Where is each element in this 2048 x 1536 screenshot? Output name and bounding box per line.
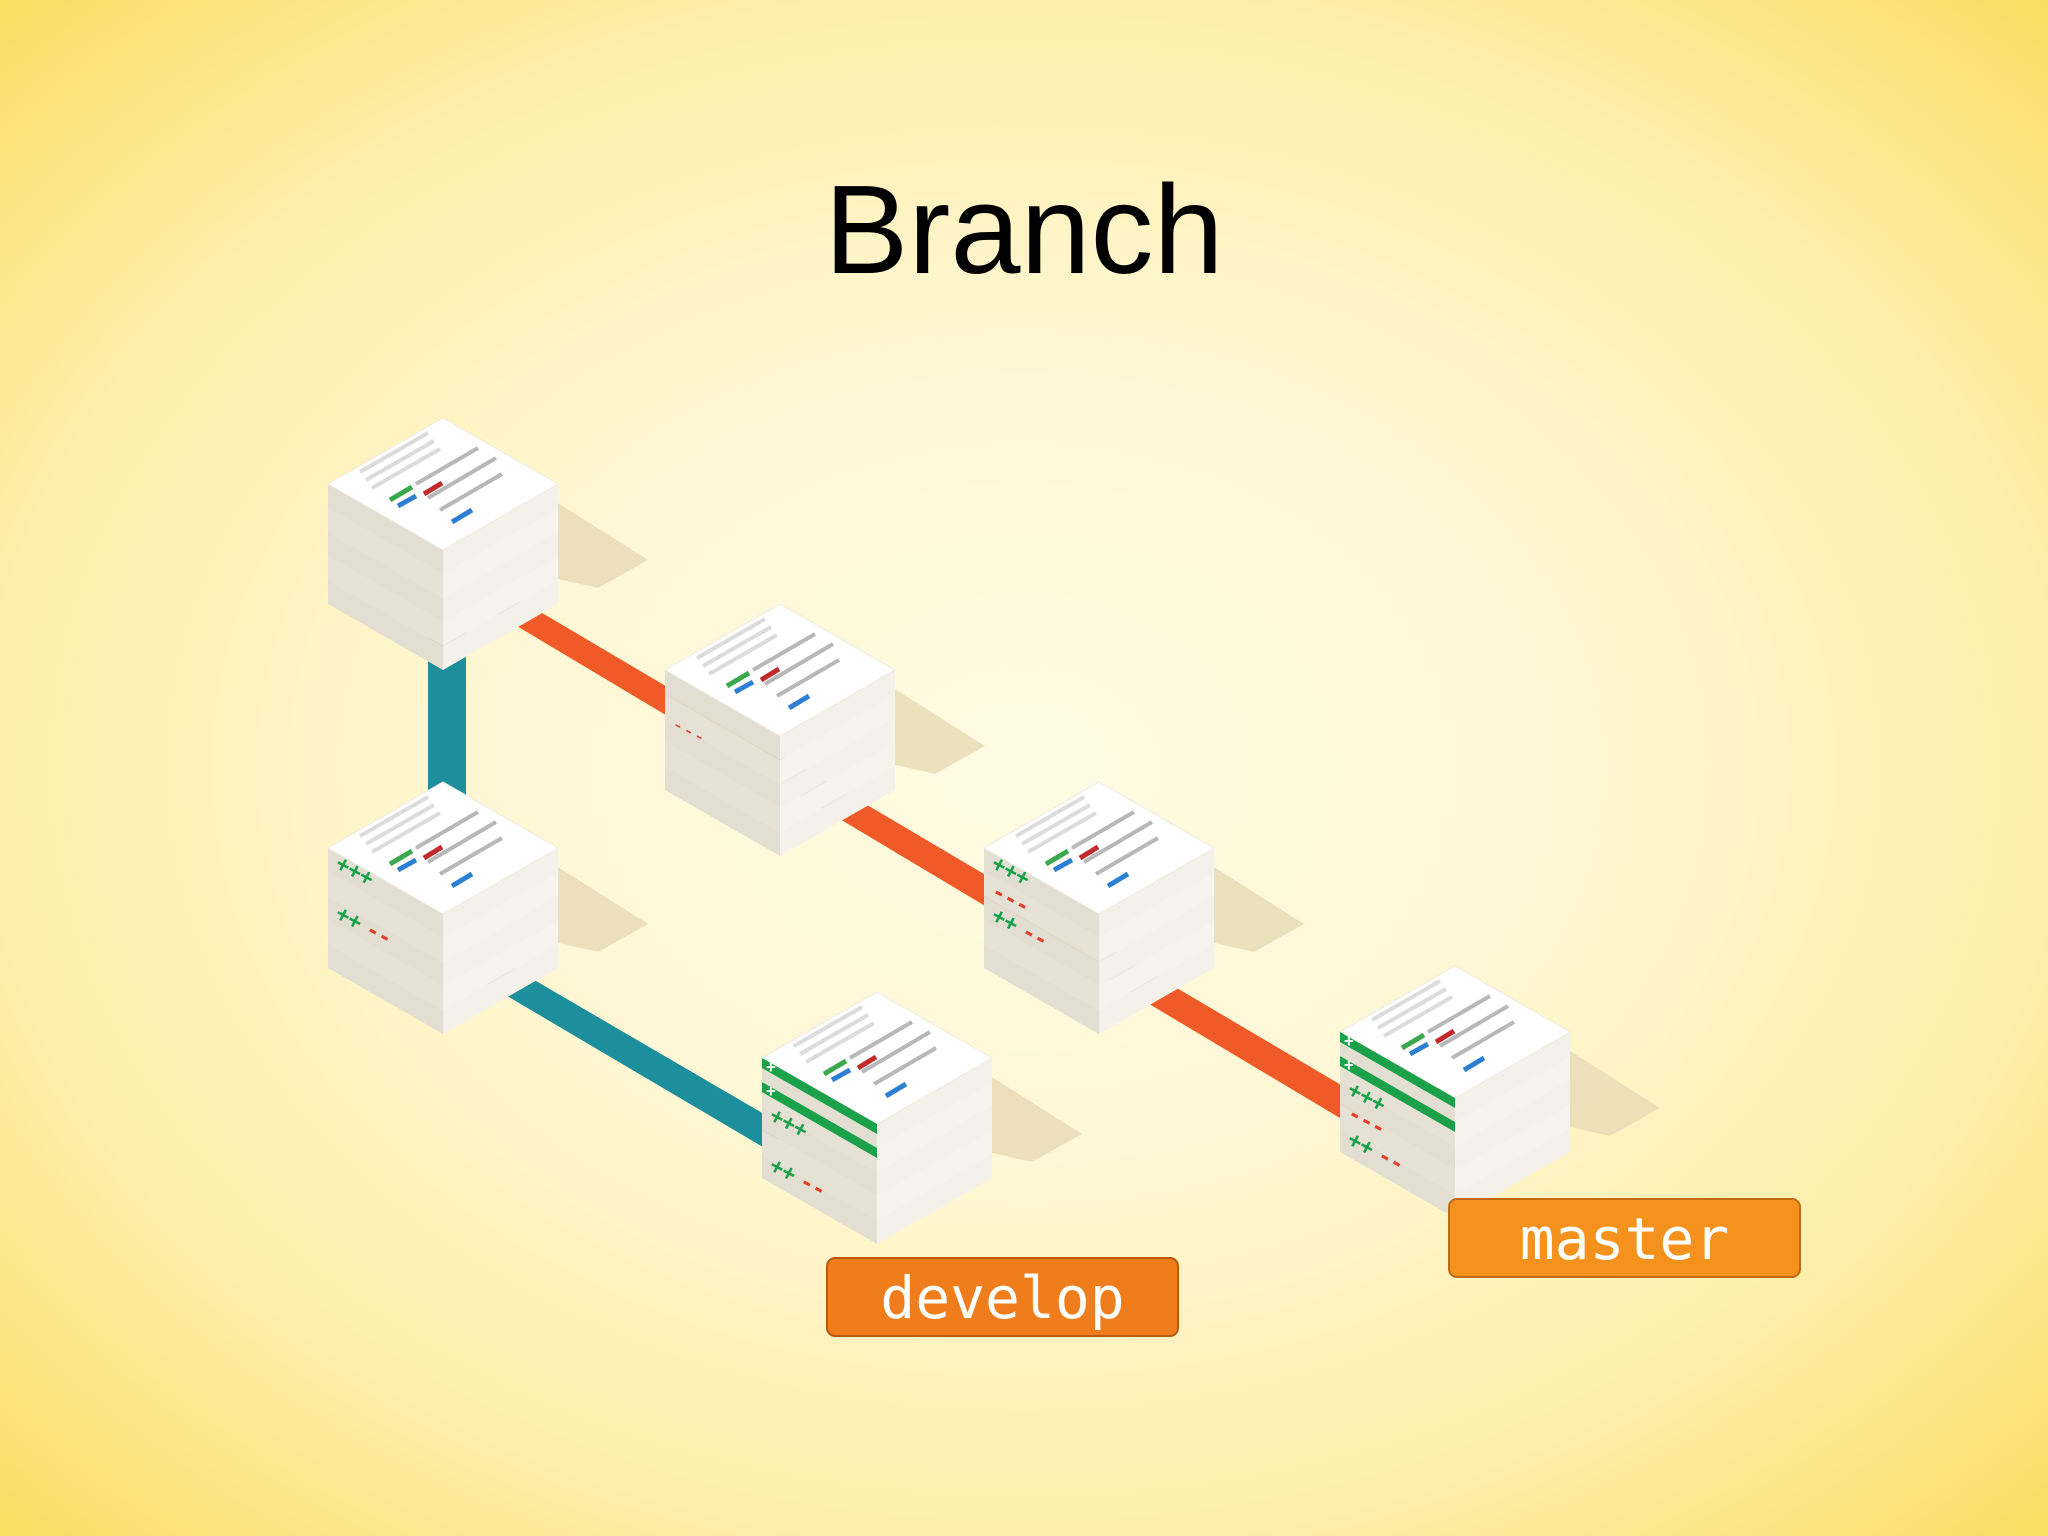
commit-c4: + + +++ --- ++ -- (1340, 966, 1660, 1218)
svg-text:+: + (1344, 1055, 1354, 1074)
commit-c3: +++ --- ++ -- (984, 782, 1304, 1034)
commit-c6: + + +++ ++ -- (762, 992, 1082, 1244)
develop-branch-label: develop (826, 1257, 1179, 1337)
svg-text:+: + (766, 1081, 776, 1100)
slide-title: Branch (824, 159, 1224, 300)
commit-c1 (328, 418, 648, 670)
master-branch-label: master (1448, 1198, 1801, 1278)
commit-c5: +++ ++ -- (328, 782, 648, 1034)
svg-text:+: + (1344, 1031, 1354, 1050)
commit-c2: --- (665, 604, 985, 856)
svg-text:+: + (766, 1057, 776, 1076)
commit-stack-icon (328, 418, 558, 670)
